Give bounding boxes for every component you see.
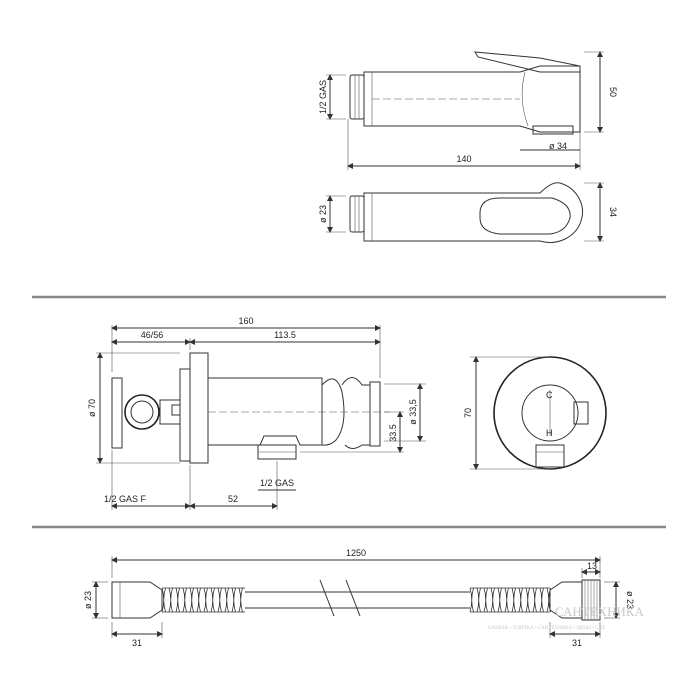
braid-segment xyxy=(518,587,523,613)
braid-segment xyxy=(161,587,166,613)
braid-segment xyxy=(476,587,481,613)
height-label: 50 xyxy=(608,87,618,97)
dim-inlet-thread: 1/2 GAS F xyxy=(104,494,191,509)
dim-end-diameter-left: ø 23 xyxy=(83,581,99,619)
dim-plan-width: 34 xyxy=(597,182,618,242)
braid-segment xyxy=(203,587,208,613)
wall-depth-label: 46/56 xyxy=(141,330,164,340)
dim-outlet-thread: 1/2 GAS xyxy=(258,478,296,491)
dim-depth: 46/56 xyxy=(111,330,191,345)
hose-braid-left xyxy=(161,587,245,613)
braid-segment xyxy=(497,587,502,613)
braid-segment xyxy=(539,587,544,613)
braid-segment xyxy=(224,587,229,613)
braid-segment xyxy=(238,587,243,613)
hot-mark: H xyxy=(546,428,553,438)
dim-front-diameter: 70 xyxy=(463,356,479,470)
shower-plan-view xyxy=(326,182,604,243)
plan-width-label: 34 xyxy=(608,207,618,217)
braid-segment xyxy=(511,587,516,613)
body-length-label: 113.5 xyxy=(274,330,296,340)
thread-label: 1/2 GAS xyxy=(318,80,328,114)
braid-segment xyxy=(189,587,194,613)
fitting-right-label: 31 xyxy=(572,638,582,648)
watermark: САНТЕХНИКА КАМЕНЬ • ПЛИТКА • САНТЕХНИКА … xyxy=(488,604,645,631)
outlet-thread-label: 1/2 GAS xyxy=(260,478,294,488)
dim-plan-diameter: ø 23 xyxy=(318,195,333,233)
dim-body: 113.5 xyxy=(189,330,381,345)
braid-segment xyxy=(231,587,236,613)
dim-nut-width: 13 xyxy=(581,561,601,575)
nut-width-label: 13 xyxy=(587,561,597,571)
end-diameter-left-label: ø 23 xyxy=(83,591,93,609)
fitting-left-label: 31 xyxy=(132,638,142,648)
dim-total-160: 160 xyxy=(111,316,381,331)
plan-diameter-label: ø 23 xyxy=(318,205,328,223)
braid-segment xyxy=(525,587,530,613)
watermark-brand: САНТЕХНИКА xyxy=(555,604,645,619)
braid-segment xyxy=(210,587,215,613)
dim-thread-top: 1/2 GAS xyxy=(318,74,333,120)
braid-segment xyxy=(504,587,509,613)
braid-segment xyxy=(490,587,495,613)
hose-braid-right xyxy=(469,587,551,613)
axis-height-label: 33.5 xyxy=(388,424,398,442)
braid-segment xyxy=(182,587,187,613)
braid-segment xyxy=(196,587,201,613)
flange-diameter-label: ø 70 xyxy=(87,399,97,417)
end-diameter-right-label: ø 23 xyxy=(625,591,635,609)
dim-spout-diameter: ø 33,5 xyxy=(408,383,423,442)
total-length-label: 160 xyxy=(238,316,253,326)
spout-diameter-label: ø 33,5 xyxy=(408,399,418,425)
front-diameter-label: 70 xyxy=(463,408,473,418)
dim-flange-diameter: ø 70 xyxy=(87,352,103,464)
hose-drawing xyxy=(92,556,620,638)
dim-axis-height: 33.5 xyxy=(300,411,404,453)
braid-segment xyxy=(217,587,222,613)
dim-outlet-diameter: ø 34 xyxy=(520,141,580,151)
valve-front-view: C H xyxy=(470,356,607,470)
dim-hose-length: 1250 xyxy=(111,548,601,563)
cold-mark: C xyxy=(546,390,553,400)
dim-end-diameter-right: ø 23 xyxy=(613,581,635,619)
dim-outlet-offset: 52 xyxy=(189,494,278,509)
braid-segment xyxy=(168,587,173,613)
braid-segment xyxy=(532,587,537,613)
braid-segment xyxy=(483,587,488,613)
outlet-diameter-label: ø 34 xyxy=(549,141,567,151)
outlet-offset-label: 52 xyxy=(228,494,238,504)
shower-side-view xyxy=(326,51,604,170)
dim-length-140: 140 xyxy=(347,154,581,169)
dim-fitting-right: 31 xyxy=(549,631,601,648)
length-label: 140 xyxy=(456,154,471,164)
inlet-thread-label: 1/2 GAS F xyxy=(104,494,147,504)
hose-length-label: 1250 xyxy=(346,548,366,558)
braid-segment xyxy=(175,587,180,613)
braid-segment xyxy=(469,587,474,613)
dim-fitting-left: 31 xyxy=(111,631,163,648)
watermark-tagline: КАМЕНЬ • ПЛИТКА • САНТЕХНИКА • ЦЕНЫ • СП… xyxy=(488,626,605,631)
valve-side-view xyxy=(96,325,426,510)
dim-height-50: 50 xyxy=(597,51,618,133)
